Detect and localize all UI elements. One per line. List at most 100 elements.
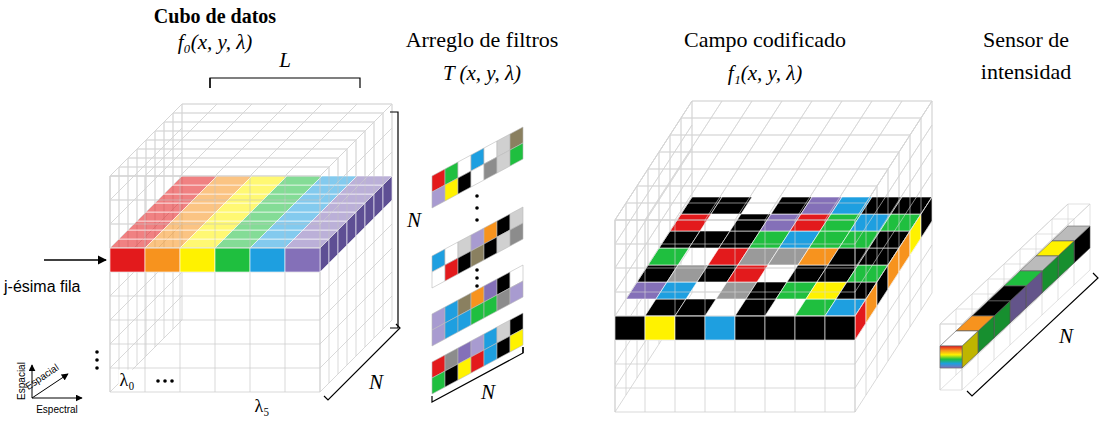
slab-side-cell	[383, 176, 392, 209]
ellipsis-dot	[475, 284, 479, 288]
filter-cell	[497, 150, 510, 173]
slab-side-cell	[320, 239, 329, 272]
dimension-bracket	[324, 324, 400, 400]
coded-front-cell	[705, 316, 735, 340]
ellipsis-dot	[475, 218, 479, 222]
filter-cell	[445, 258, 458, 281]
dimension-bracket	[390, 112, 398, 328]
dimension-label: N	[369, 370, 383, 394]
part-title: Campo codificado	[684, 27, 846, 52]
coded-side-cell	[921, 197, 932, 238]
sensor-top	[1052, 226, 1090, 241]
dimension-bracket	[432, 347, 523, 402]
filter-cell	[432, 371, 445, 394]
coded-top-cell	[675, 299, 716, 316]
cube-grid	[110, 104, 392, 392]
coded-side-cell	[910, 214, 921, 255]
sensor-top	[988, 286, 1026, 301]
slab-side-cell	[338, 221, 347, 254]
ellipsis-dot	[95, 358, 99, 362]
math-label: T (x, y, λ)	[443, 61, 521, 85]
filter-cell	[458, 171, 471, 194]
sensor-top	[956, 316, 994, 331]
filter-cell	[445, 364, 458, 387]
filter-cell	[471, 302, 484, 325]
axis-label: Espectral	[36, 404, 78, 416]
sensor-top	[1036, 241, 1074, 256]
axis-label: Espacial	[23, 362, 61, 393]
dimension-bracket	[522, 347, 523, 353]
slab-side-cell	[365, 194, 374, 227]
filter-cell	[510, 143, 523, 166]
coded-front-cell	[795, 316, 825, 340]
part-title: Arreglo de filtros	[406, 27, 559, 52]
filter-cell	[471, 164, 484, 187]
sensor-top	[940, 331, 978, 346]
filter-cell	[510, 281, 523, 304]
filter-cell	[497, 336, 510, 359]
wavelength-label: λ₅	[253, 396, 270, 417]
cube-grid-upper	[110, 104, 392, 248]
part-title: Cubo de datos	[154, 5, 276, 28]
filter-cell	[458, 251, 471, 274]
filter-cell	[432, 265, 445, 288]
coded-top-cell	[727, 265, 768, 282]
sensor-pixel	[940, 346, 962, 368]
spectral-band-cell	[180, 248, 215, 272]
ellipsis-dot	[163, 379, 167, 383]
axis-arrow	[32, 398, 82, 399]
filter-cell	[497, 288, 510, 311]
coded-side-cell	[877, 265, 888, 306]
sensor-top	[1004, 271, 1042, 286]
dimension-label: L	[279, 48, 291, 72]
coded-front-cell	[825, 316, 855, 340]
filter-cell	[484, 295, 497, 318]
math-label: f₀(x, y, λ)	[178, 30, 253, 54]
dimension-label: N	[1059, 324, 1073, 348]
slab-side-cell	[329, 230, 338, 263]
coded-grid	[615, 101, 932, 412]
slab-side-cell	[374, 185, 383, 218]
spectral-band-cell	[110, 248, 145, 272]
filter-cell	[484, 343, 497, 366]
ellipsis-dot	[475, 276, 479, 280]
filter-cell	[432, 323, 445, 346]
coded-grid-upper	[615, 101, 932, 316]
row-arrow	[44, 259, 106, 260]
dimension-label: N	[481, 380, 495, 404]
filter-cell	[432, 185, 445, 208]
filter-cell	[458, 309, 471, 332]
sensor-grid	[940, 204, 1090, 390]
filter-cell	[445, 316, 458, 339]
spectral-band-cell	[215, 248, 250, 272]
ellipsis-dot	[156, 379, 160, 383]
math-label: f₁(x, y, λ)	[728, 61, 803, 85]
filter-cell	[497, 230, 510, 253]
coded-side-cell	[855, 299, 866, 340]
ellipsis-dot	[170, 379, 174, 383]
coded-side-cell	[888, 248, 899, 289]
sensor-top	[972, 301, 1010, 316]
coded-top-cell	[648, 248, 689, 265]
wavelength-label: λ₀	[118, 370, 135, 391]
coded-front-cell	[615, 316, 645, 340]
spectral-band-cell	[285, 248, 320, 272]
dimension-bracket	[210, 78, 360, 88]
filter-cell	[471, 350, 484, 373]
filter-cell	[445, 178, 458, 201]
filter-cell	[484, 237, 497, 260]
filter-cell	[458, 357, 471, 380]
ellipsis-dot	[95, 366, 99, 370]
slab-side-cell	[356, 203, 365, 236]
filter-cell	[510, 329, 523, 352]
coded-top-cell	[735, 299, 776, 316]
coded-front-cell	[765, 316, 795, 340]
slab-side-cell	[347, 212, 356, 245]
coded-front-cell	[645, 316, 675, 340]
ellipsis-dot	[475, 194, 479, 198]
dimension-bracket	[967, 273, 1098, 396]
sensor-top	[1020, 256, 1058, 271]
ellipsis-dot	[475, 206, 479, 210]
dimension-label: N	[407, 208, 421, 232]
